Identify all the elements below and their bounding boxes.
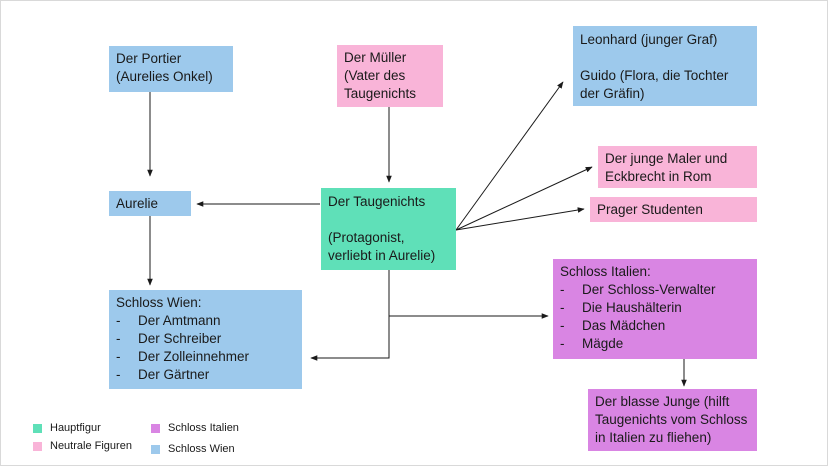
- node-prager: Prager Studenten: [590, 197, 757, 222]
- schloss-italien-list: -Der Schloss-Verwalter -Die Haushälterin…: [560, 281, 750, 353]
- node-aurelie-line: Aurelie: [116, 196, 159, 211]
- node-leonhard-line: Leonhard (junger Graf): [580, 32, 718, 47]
- schloss-wien-list: -Der Amtmann -Der Schreiber -Der Zollein…: [116, 312, 295, 384]
- node-junge-line: Der blasse Junge (hilft: [595, 394, 730, 409]
- node-mueller: Der Müller (Vater des Taugenichts: [337, 45, 443, 107]
- node-maler-line: Der junge Maler und: [605, 151, 728, 166]
- list-item: -Der Schreiber: [116, 331, 222, 346]
- legend-item-schloss-italien: Schloss Italien: [151, 422, 239, 434]
- legend-item-neutrale-figuren: Neutrale Figuren: [33, 440, 132, 452]
- node-mueller-line: Taugenichts: [344, 86, 417, 101]
- edge-taugenichts-maler: [455, 166, 593, 231]
- node-blasser-junge: Der blasse Junge (hilft Taugenichts vom …: [588, 389, 757, 451]
- node-portier: Der Portier (Aurelies Onkel): [109, 46, 233, 92]
- edge-taugenichts-leonhard: [455, 81, 564, 231]
- node-schloss-wien: Schloss Wien: -Der Amtmann -Der Schreibe…: [109, 290, 302, 389]
- node-portier-line: Der Portier: [116, 51, 182, 66]
- list-item: -Die Haushälterin: [560, 300, 682, 315]
- node-mueller-line: Der Müller: [344, 50, 407, 65]
- legend-swatch: [151, 444, 160, 454]
- legend-swatch: [33, 423, 42, 433]
- node-guido-line: der Gräfin): [580, 86, 645, 101]
- node-guido-line: Guido (Flora, die Tochter: [580, 68, 729, 83]
- node-taugenichts-line: verliebt in Aurelie): [328, 248, 436, 263]
- legend-label: Neutrale Figuren: [50, 440, 132, 452]
- node-schloss-italien-title: Schloss Italien:: [560, 264, 651, 279]
- list-item: -Der Amtmann: [116, 313, 221, 328]
- list-item: -Der Gärtner: [116, 367, 210, 382]
- legend-label: Schloss Italien: [168, 422, 239, 434]
- list-item: -Der Schloss-Verwalter: [560, 282, 716, 297]
- legend-label: Schloss Wien: [168, 443, 235, 455]
- legend-label: Hauptfigur: [50, 422, 101, 434]
- node-taugenichts-line: (Protagonist,: [328, 230, 405, 245]
- node-mueller-line: (Vater des: [344, 68, 406, 83]
- list-item: -Das Mädchen: [560, 318, 666, 333]
- node-maler-line: Eckbrecht in Rom: [605, 169, 712, 184]
- node-junge-line: in Italien zu fliehen): [595, 430, 712, 445]
- node-junge-line: Taugenichts vom Schloss: [595, 412, 748, 427]
- edge-taugenichts-prager: [455, 207, 585, 231]
- legend-swatch: [151, 423, 160, 433]
- node-aurelie: Aurelie: [109, 191, 191, 216]
- node-maler: Der junge Maler und Eckbrecht in Rom: [598, 146, 757, 188]
- legend-item-hauptfigur: Hauptfigur: [33, 422, 101, 434]
- list-item: -Mägde: [560, 336, 624, 351]
- node-prager-line: Prager Studenten: [597, 202, 703, 217]
- edge-taugenichts-wien: [310, 270, 390, 361]
- node-schloss-italien: Schloss Italien: -Der Schloss-Verwalter …: [553, 259, 757, 359]
- node-taugenichts: Der Taugenichts (Protagonist, verliebt i…: [321, 188, 456, 270]
- node-schloss-wien-title: Schloss Wien:: [116, 295, 202, 310]
- legend-item-schloss-wien: Schloss Wien: [151, 443, 235, 455]
- legend-swatch: [33, 441, 42, 451]
- list-item: -Der Zolleinnehmer: [116, 349, 250, 364]
- node-taugenichts-line: Der Taugenichts: [328, 194, 426, 209]
- node-portier-line: (Aurelies Onkel): [116, 69, 213, 84]
- node-leonhard-guido: Leonhard (junger Graf) Guido (Flora, die…: [573, 26, 757, 106]
